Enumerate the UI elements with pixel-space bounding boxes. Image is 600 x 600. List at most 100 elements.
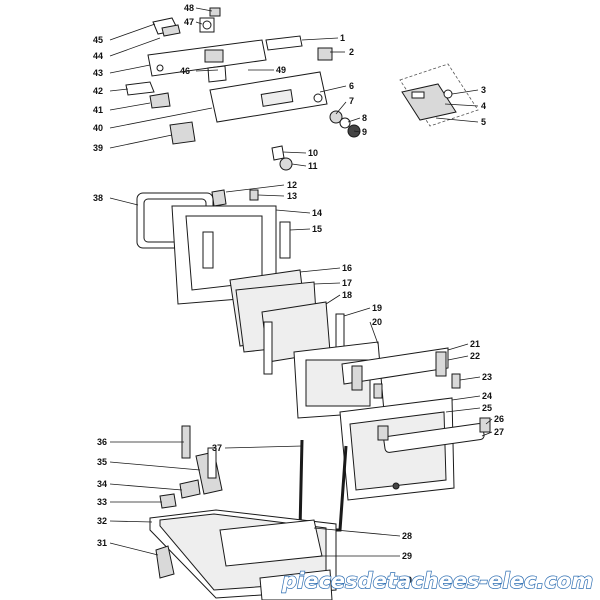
- leader-3: [451, 89, 479, 95]
- leader-15: [289, 228, 311, 231]
- leader-16: [299, 267, 341, 273]
- leader-6: [319, 85, 347, 93]
- callout-44: 44: [93, 51, 103, 61]
- leader-5: [435, 117, 479, 123]
- part-3: [443, 89, 453, 99]
- door-gasket-37: [298, 439, 348, 532]
- callout-47: 47: [184, 17, 194, 27]
- panel-knob-hole: [313, 93, 323, 103]
- part-47-hole: [202, 20, 212, 30]
- callout-46: 46: [180, 66, 190, 76]
- callout-27: 27: [494, 427, 504, 437]
- leader-18: [325, 294, 341, 305]
- leader-20: [369, 321, 379, 345]
- leader-34: [109, 483, 183, 491]
- glass-clip-left: [263, 321, 273, 375]
- leader-12: [225, 184, 285, 193]
- part-46: [207, 65, 227, 83]
- door-top-trim: [341, 347, 449, 385]
- callout-30: 30: [402, 575, 412, 585]
- callout-2: 2: [349, 47, 354, 57]
- electronic-board: [401, 83, 457, 121]
- hinge-left: [351, 365, 363, 391]
- callout-39: 39: [93, 143, 103, 153]
- callout-18: 18: [342, 290, 352, 300]
- callout-49: 49: [276, 65, 286, 75]
- callout-19: 19: [372, 303, 382, 313]
- callout-3: 3: [481, 85, 486, 95]
- drawer-group: [149, 509, 337, 600]
- callout-12: 12: [287, 180, 297, 190]
- leader-1: [301, 37, 339, 41]
- leader-lines-right: [225, 37, 493, 557]
- lower-hinge-parts: [159, 425, 223, 509]
- outer-door-group: [298, 397, 491, 532]
- door-glass-stack: [229, 269, 385, 419]
- callout-33: 33: [97, 497, 107, 507]
- callout-4: 4: [481, 101, 486, 111]
- leader-44: [109, 37, 161, 57]
- callout-14: 14: [312, 208, 322, 218]
- callout-23: 23: [482, 372, 492, 382]
- knob-ring: [339, 117, 351, 129]
- part-42: [125, 81, 155, 96]
- part-15: [279, 221, 291, 259]
- part-15-left: [202, 231, 214, 269]
- callout-25: 25: [482, 403, 492, 413]
- leader-9: [353, 130, 361, 133]
- display-window: [260, 89, 294, 107]
- leader-35: [109, 461, 201, 471]
- door-top-parts: [341, 347, 461, 399]
- leader-21: [447, 343, 469, 351]
- part-13: [249, 189, 259, 201]
- callout-8: 8: [362, 113, 367, 123]
- callout-7: 7: [349, 96, 354, 106]
- connector-block: [161, 24, 181, 37]
- control-panel-group: [125, 7, 361, 171]
- electronic-board-inset: [399, 63, 479, 127]
- leader-41: [109, 102, 151, 111]
- board-outline: [399, 63, 479, 127]
- leader-10: [282, 151, 307, 154]
- part-48: [209, 7, 221, 17]
- board-chip: [411, 91, 425, 99]
- leader-23: [459, 376, 481, 381]
- callout-6: 6: [349, 81, 354, 91]
- callout-9: 9: [362, 127, 367, 137]
- leader-45: [109, 23, 156, 41]
- leader-31: [109, 542, 159, 556]
- leader-8: [347, 117, 361, 123]
- part-30: [259, 569, 333, 600]
- callout-42: 42: [93, 86, 103, 96]
- callout-labels: 1 2 3 4 5 6 7 8 9 10 11 12 13 14 15 16 1…: [93, 3, 504, 585]
- leader-13: [257, 194, 285, 197]
- callout-24: 24: [482, 391, 492, 401]
- part-33: [159, 493, 177, 509]
- callout-40: 40: [93, 123, 103, 133]
- part-35-arm: [207, 447, 217, 479]
- callout-36: 36: [97, 437, 107, 447]
- leader-47: [195, 21, 203, 25]
- leader-17: [313, 282, 341, 285]
- callout-11: 11: [308, 161, 318, 171]
- leader-28: [313, 527, 401, 537]
- callout-16: 16: [342, 263, 352, 273]
- callout-22: 22: [470, 351, 480, 361]
- leader-39: [109, 134, 173, 149]
- callout-31: 31: [97, 538, 107, 548]
- leader-7: [335, 101, 347, 115]
- part-12: [211, 189, 227, 207]
- leader-11: [291, 163, 307, 167]
- handle-bracket-left: [377, 425, 389, 441]
- callout-21: 21: [470, 339, 480, 349]
- callout-1: 1: [340, 33, 345, 43]
- callout-41: 41: [93, 105, 103, 115]
- leader-48: [195, 7, 213, 12]
- leader-19: [343, 307, 371, 317]
- part-11: [279, 157, 293, 171]
- part-23-left: [373, 383, 383, 399]
- leader-26: [485, 418, 493, 425]
- knob-spindle: [329, 110, 343, 124]
